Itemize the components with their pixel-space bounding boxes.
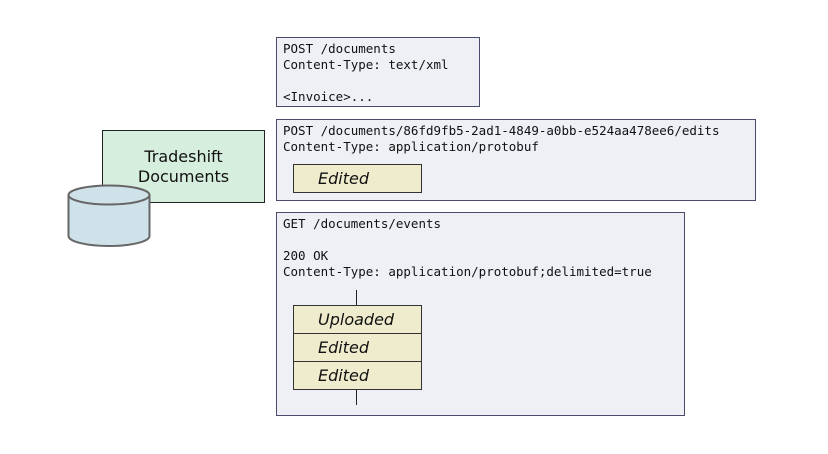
event-edited: Edited [293, 361, 422, 390]
stream-line-bottom [356, 390, 357, 405]
request-get-events: GET /documents/events 200 OK Content-Typ… [276, 212, 685, 416]
service-label-line1: Tradeshift [144, 146, 223, 166]
header-line: Content-Type: text/xml [283, 57, 449, 72]
request-post-edits: POST /documents/86fd9fb5-2ad1-4849-a0bb-… [276, 119, 756, 201]
event-edited: Edited [293, 164, 422, 193]
status-line: 200 OK [283, 248, 329, 263]
header-line: Content-Type: application/protobuf [283, 139, 539, 154]
database-cylinder-icon [67, 184, 151, 247]
request-line: GET /documents/events [283, 216, 442, 231]
stream-line-top [356, 290, 357, 306]
service-label-line2: Documents [137, 166, 230, 186]
event-edited: Edited [293, 333, 422, 362]
request-post-documents: POST /documents Content-Type: text/xml <… [276, 37, 480, 107]
request-line: POST /documents/86fd9fb5-2ad1-4849-a0bb-… [283, 123, 720, 138]
body-line: <Invoice>... [283, 89, 374, 104]
event-uploaded: Uploaded [293, 305, 422, 334]
header-line: Content-Type: application/protobuf;delim… [283, 264, 652, 279]
request-line: POST /documents [283, 41, 396, 56]
